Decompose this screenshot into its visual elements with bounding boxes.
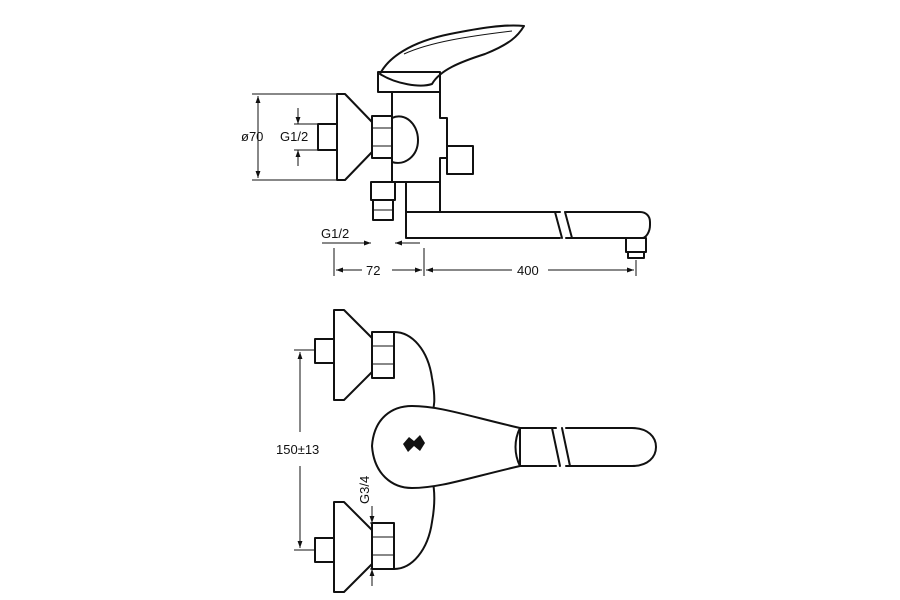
dim-flange-diameter: ø70	[241, 93, 337, 181]
spout	[405, 211, 651, 239]
diverter-knob	[446, 145, 474, 175]
cartridge-collar	[377, 71, 441, 93]
dim-label-offset-inlet: 72	[366, 263, 380, 278]
dim-inlet-thread-side: G1/2	[321, 226, 420, 246]
dim-centre-distance: 150±13	[276, 349, 319, 551]
brand-logo-mark	[403, 435, 425, 452]
dim-label-flange-diameter: ø70	[241, 129, 263, 144]
dim-label-connection-thread: G3/4	[357, 476, 372, 504]
dim-label-inlet-thread-top: G1/2	[280, 129, 308, 144]
hex-nut	[371, 115, 393, 159]
dim-offset-and-reach: 72 400	[333, 248, 637, 278]
dim-label-inlet-thread-side: G1/2	[321, 226, 349, 241]
inlet-stub	[317, 123, 338, 151]
lower-connector	[370, 181, 396, 201]
spout-collar	[405, 181, 441, 213]
upper-hex-nut	[371, 331, 395, 379]
lower-flange	[333, 501, 373, 593]
mixer-body	[391, 91, 448, 183]
dim-label-spout-reach: 400	[517, 263, 539, 278]
front-view: 150±13 G3/4	[276, 309, 657, 593]
upper-flange	[333, 309, 373, 401]
upper-stub	[314, 338, 335, 364]
lower-stub	[314, 537, 335, 563]
front-lever-tip	[565, 427, 657, 467]
dim-inlet-thread-top: G1/2	[280, 108, 318, 166]
wall-flange	[336, 93, 373, 181]
side-view: ø70 G1/2 G1/2 72 400	[241, 24, 651, 278]
aerator	[625, 237, 647, 253]
dim-label-centre-distance: 150±13	[276, 442, 319, 457]
front-lever-disc	[371, 405, 521, 489]
dim-connection-thread: G3/4	[357, 476, 390, 586]
lever-handle	[379, 24, 525, 87]
lower-hex-nut	[371, 522, 395, 570]
front-lever-arm	[519, 427, 557, 467]
valve-cap	[391, 115, 419, 164]
